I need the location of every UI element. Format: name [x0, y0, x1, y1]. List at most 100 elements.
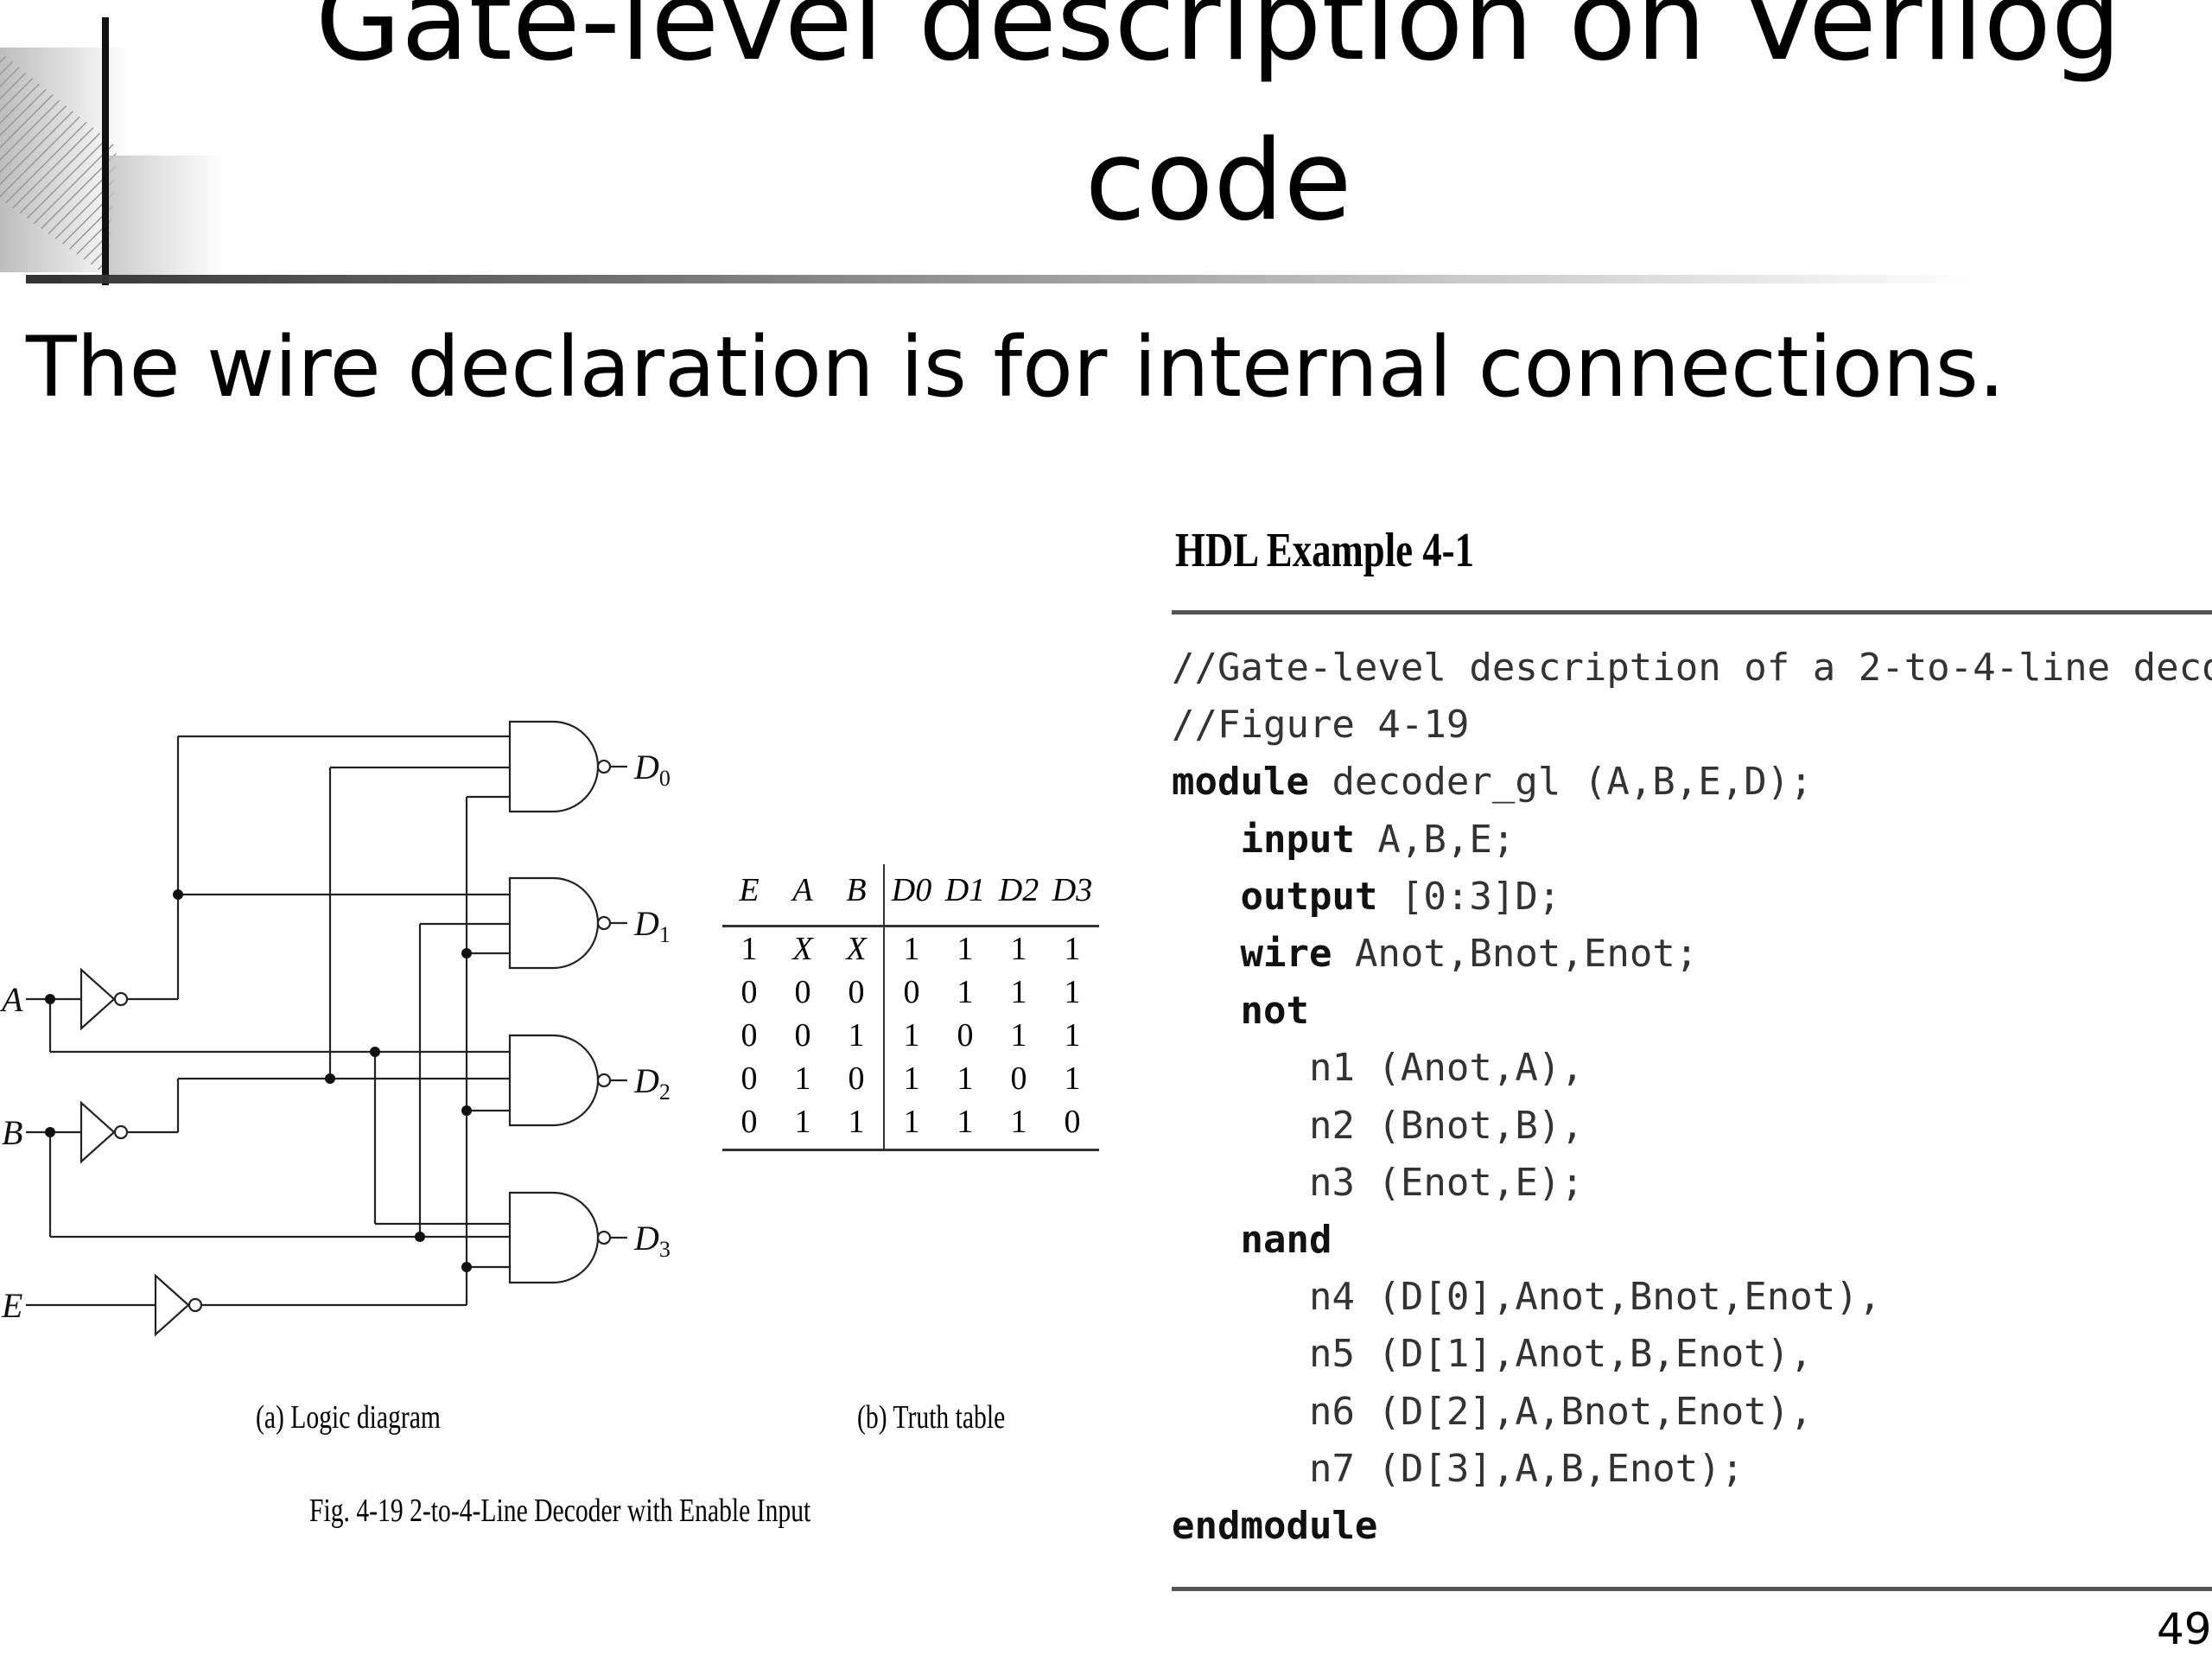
code-keyword: wire	[1240, 932, 1332, 977]
table-cell: 1	[883, 1100, 938, 1151]
input-label-b: B	[2, 1113, 22, 1152]
table-cell: 1	[957, 1060, 974, 1097]
hdl-top-rule	[1172, 610, 2212, 614]
code-line: n5 (D[1],Anot,B,Enot),	[1172, 1326, 2212, 1383]
code-line: n2 (Bnot,B),	[1172, 1098, 2212, 1155]
code-keyword: endmodule	[1172, 1504, 1378, 1549]
table-cell: 1	[957, 974, 974, 1010]
header-cell: D2	[992, 864, 1046, 927]
slide-title-line-2: code	[1084, 117, 1352, 245]
code-line: n6 (D[2],A,Bnot,Enot),	[1172, 1384, 2212, 1441]
code-keyword: not	[1240, 989, 1309, 1034]
code-keyword: input	[1240, 817, 1355, 862]
table-cell: 1	[741, 931, 758, 967]
input-label-a: A	[0, 980, 23, 1019]
caption-logic-diagram: (a) Logic diagram	[256, 1399, 441, 1436]
code-keyword: nand	[1240, 1218, 1332, 1263]
table-cell: 0	[883, 971, 938, 1014]
table-cell: 1	[776, 1100, 830, 1151]
figure-caption: Fig. 4-19 2-to-4-Line Decoder with Enabl…	[309, 1493, 811, 1529]
table-cell: 1	[830, 1100, 884, 1151]
truth-table-header: E A B D0 D1 D2 D3	[722, 864, 1099, 927]
table-cell: 1	[1064, 931, 1081, 967]
hdl-example-title: HDL Example 4-1	[1175, 524, 1474, 577]
table-cell: 0	[794, 974, 811, 1010]
table-cell: 1	[1010, 1017, 1027, 1054]
code-text: n1 (Anot,A),	[1308, 1046, 1584, 1091]
logic-diagram: A B E D0 D1 D2 D3	[0, 720, 671, 1337]
table-cell: 1	[794, 1060, 811, 1097]
table-cell: 0	[741, 1017, 758, 1054]
code-line: //Figure 4-19	[1172, 697, 2212, 754]
code-text: n6 (D[2],A,Bnot,Enot),	[1308, 1389, 1813, 1434]
table-cell: 0	[722, 1100, 776, 1151]
code-text: //Gate-level description of a 2-to-4-lin…	[1172, 646, 2212, 690]
code-line: not	[1172, 983, 2212, 1040]
table-cell: 1	[992, 1100, 1046, 1151]
table-cell: 1	[1064, 974, 1081, 1010]
table-cell: 1	[883, 1014, 938, 1057]
table-cell: 1	[1010, 931, 1027, 967]
code-line: n3 (Enot,E);	[1172, 1155, 2212, 1212]
code-text: [0:3]D;	[1377, 874, 1561, 919]
hdl-bottom-rule	[1172, 1587, 2212, 1591]
header-cell: B	[830, 864, 884, 927]
code-line: n7 (D[3],A,B,Enot);	[1172, 1441, 2212, 1498]
table-cell: 0	[957, 1017, 974, 1054]
header-cell: D1	[938, 864, 992, 927]
table-cell: 0	[848, 974, 865, 1010]
table-cell: 1	[883, 1057, 938, 1100]
table-cell: 1	[1064, 1017, 1081, 1054]
table-cell: 1	[938, 1100, 992, 1151]
table-cell: 1	[883, 926, 938, 971]
table-cell: 1	[848, 1017, 865, 1054]
code-text: n5 (D[1],Anot,B,Enot),	[1308, 1332, 1813, 1377]
header-cell: E	[722, 864, 776, 927]
table-cell: 1	[1064, 1060, 1081, 1097]
code-line: n4 (D[0],Anot,Bnot,Enot),	[1172, 1269, 2212, 1326]
table-cell: 0	[741, 1060, 758, 1097]
code-line: nand	[1172, 1212, 2212, 1269]
code-text: n7 (D[3],A,B,Enot);	[1308, 1446, 1745, 1491]
table-cell: X	[792, 931, 813, 967]
code-keyword: module	[1172, 760, 1309, 805]
table-cell: 0	[794, 1017, 811, 1054]
code-line: endmodule	[1172, 1498, 2212, 1555]
output-label-d0: D0	[633, 748, 671, 791]
code-text: n3 (Enot,E);	[1308, 1160, 1584, 1205]
input-label-e: E	[1, 1286, 22, 1325]
code-line: wire Anot,Bnot,Enot;	[1172, 926, 2212, 983]
caption-truth-table: (b) Truth table	[857, 1399, 1006, 1436]
code-keyword: output	[1240, 874, 1378, 919]
table-cell: 0	[1046, 1100, 1099, 1151]
header-cell: D0	[883, 864, 938, 927]
slide-decoration	[0, 17, 1987, 285]
code-line: module decoder_gl (A,B,E,D);	[1172, 754, 2212, 811]
code-line: output [0:3]D;	[1172, 869, 2212, 926]
code-text: n2 (Bnot,B),	[1308, 1103, 1584, 1148]
table-cell: X	[846, 931, 867, 967]
code-line: //Gate-level description of a 2-to-4-lin…	[1172, 640, 2212, 697]
code-line: n1 (Anot,A),	[1172, 1040, 2212, 1097]
header-cell: A	[776, 864, 830, 927]
code-text: n4 (D[0],Anot,Bnot,Enot),	[1308, 1275, 1882, 1320]
code-line: input A,B,E;	[1172, 812, 2212, 869]
table-cell: 0	[848, 1060, 865, 1097]
table-cell: 1	[957, 931, 974, 967]
table-cell: 0	[741, 974, 758, 1010]
output-label-d1: D1	[633, 904, 671, 947]
code-text: Anot,Bnot,Enot;	[1332, 932, 1699, 977]
code-text: A,B,E;	[1354, 817, 1516, 862]
slide-title-line-1: Gate-level description on Verilog	[315, 0, 2121, 86]
header-cell: D3	[1046, 864, 1099, 927]
slide-subtitle: The wire declaration is for internal con…	[26, 319, 2005, 416]
code-text: decoder_gl (A,B,E,D);	[1308, 760, 1813, 805]
verilog-code-block: //Gate-level description of a 2-to-4-lin…	[1172, 640, 2212, 1555]
output-label-d2: D2	[633, 1061, 671, 1105]
